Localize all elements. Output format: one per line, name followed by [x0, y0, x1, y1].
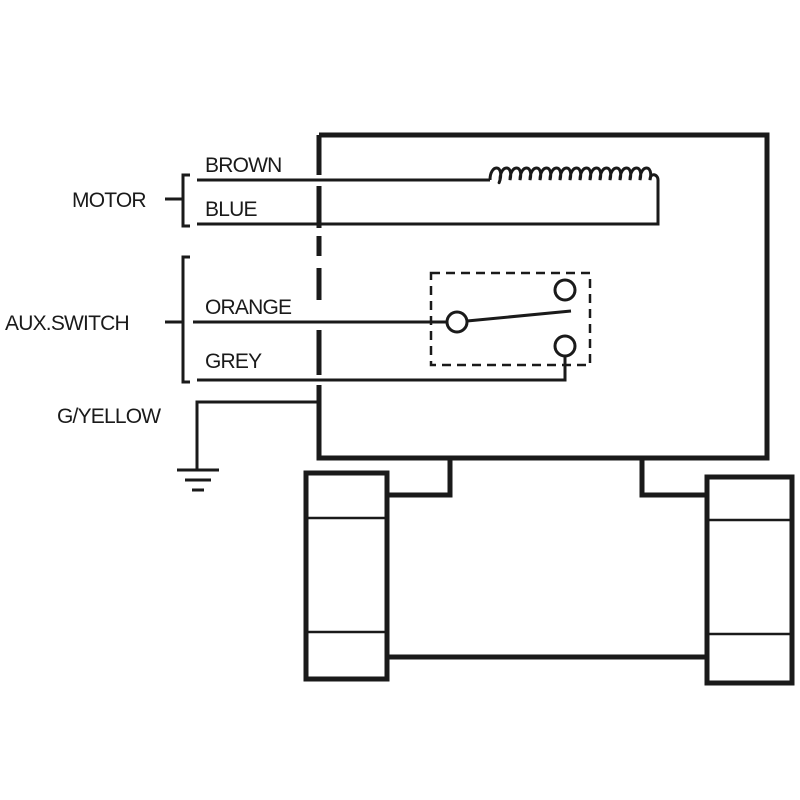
label-grey: GREY — [205, 350, 262, 373]
earth-circuit — [177, 400, 319, 492]
label-blue: BLUE — [205, 198, 257, 221]
nc-terminal — [553, 334, 577, 358]
left-fitting — [303, 470, 390, 682]
motor-coil — [488, 166, 660, 185]
label-aux-switch: AUX.SWITCH — [5, 312, 129, 335]
label-brown: BROWN — [205, 154, 282, 177]
label-earth: G/YELLOW — [57, 405, 161, 428]
motor-circuit — [165, 166, 660, 228]
common-terminal — [445, 310, 469, 334]
blue-wire — [197, 180, 660, 226]
switch-lever — [466, 309, 572, 323]
valve-pipe — [387, 458, 707, 660]
no-terminal — [553, 278, 577, 302]
right-fitting — [704, 474, 795, 686]
valve-body — [303, 458, 795, 686]
motor-bracket — [165, 173, 190, 228]
label-motor: MOTOR — [72, 189, 146, 212]
grey-wire — [197, 356, 567, 382]
earth-wire — [195, 400, 319, 470]
ground-icon — [177, 468, 219, 492]
actuator-housing — [316, 132, 770, 461]
aux-switch-circuit — [165, 255, 592, 384]
switch-enclosure — [429, 271, 592, 367]
aux-bracket — [165, 255, 190, 384]
label-orange: ORANGE — [205, 296, 292, 319]
